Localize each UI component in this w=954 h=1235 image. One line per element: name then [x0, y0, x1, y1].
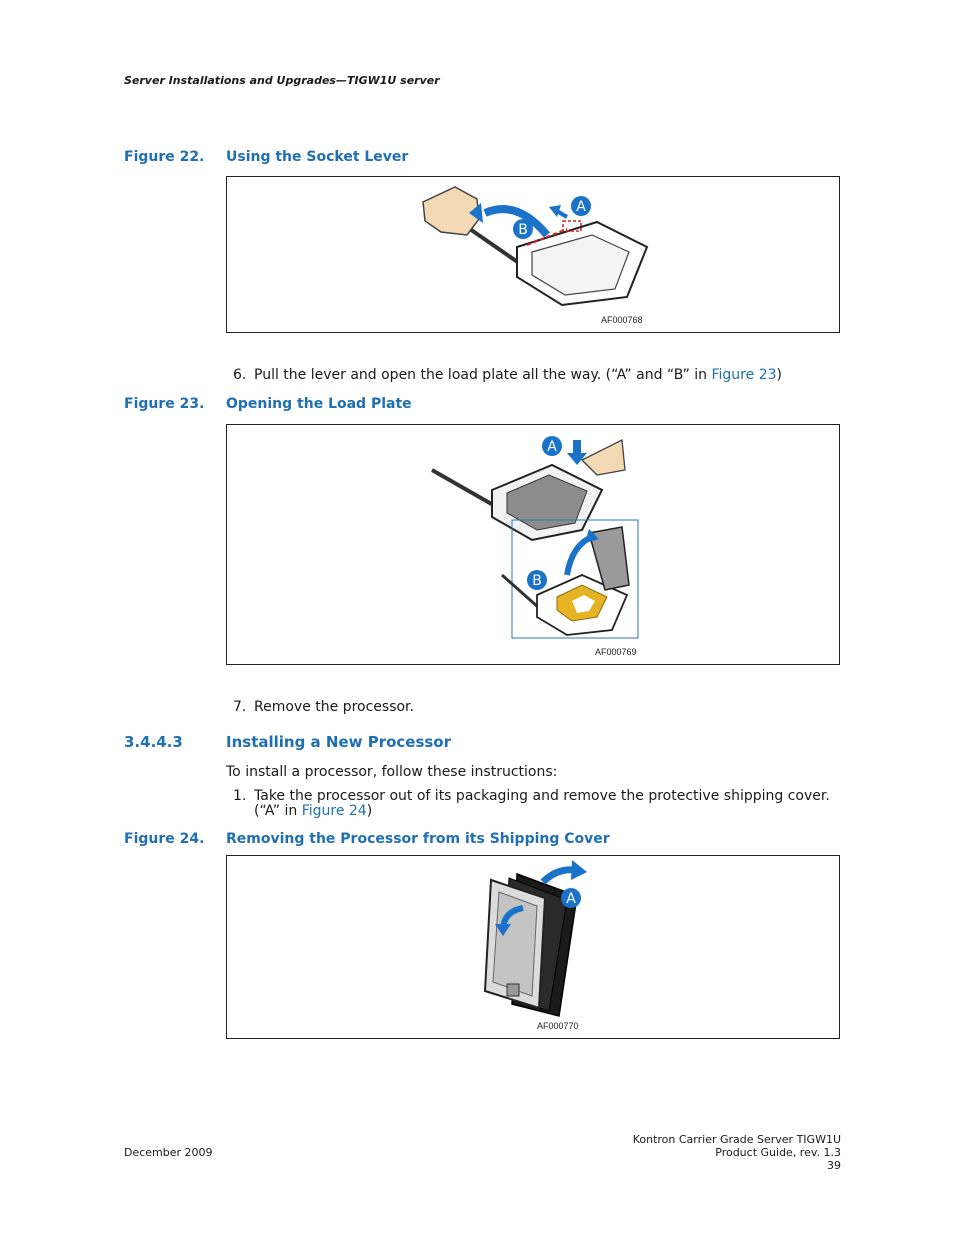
- step-6-text-before: Pull the lever and open the load plate a…: [254, 367, 712, 383]
- callout-a-badge-24: [561, 888, 581, 908]
- figure-23-link[interactable]: Figure 23: [711, 367, 777, 383]
- finger-illustration: [580, 438, 626, 476]
- figure-23-number: Figure 23.: [124, 396, 205, 412]
- step-6-number: 6.: [233, 367, 247, 383]
- footer-guide: Product Guide, rev. 1.3: [715, 1146, 841, 1159]
- footer-product: Kontron Carrier Grade Server TIGW1U: [632, 1133, 841, 1146]
- callout-b-badge: [513, 219, 533, 239]
- figure-24-caption: Figure 24. Removing the Processor from i…: [0, 831, 954, 849]
- step-1-line2-before: (“A” in: [254, 803, 302, 819]
- figure-23-illustration: A B: [431, 436, 639, 639]
- step-6-text-after: ): [776, 367, 782, 383]
- step-1-line1: Take the processor out of its packaging …: [254, 788, 830, 804]
- callout-a-badge-23: [542, 436, 562, 456]
- figure-22-number: Figure 22.: [124, 149, 205, 165]
- figure-24-box: A AF000770: [226, 855, 840, 1039]
- figure-23-caption: Figure 23. Opening the Load Plate: [0, 396, 954, 414]
- dashed-lever-path: [526, 228, 568, 246]
- section-intro: To install a processor, follow these ins…: [226, 764, 558, 780]
- figure-23-code: AF000769: [595, 647, 637, 657]
- step-1-line2: (“A” in Figure 24): [254, 804, 372, 819]
- figure-24-code: AF000770: [537, 1021, 579, 1031]
- figure-24-number: Figure 24.: [124, 831, 205, 847]
- footer-page-number: 39: [827, 1159, 841, 1172]
- step-1-number: 1.: [233, 788, 247, 804]
- figure-23-box: A B AF000769: [226, 424, 840, 665]
- running-header: Server Installations and Upgrades—TIGW1U…: [124, 74, 440, 87]
- figure-22-box: A B AF000768: [226, 176, 840, 333]
- step-1-line2-after: ): [366, 803, 373, 819]
- callout-a-badge: [571, 196, 591, 216]
- figure-22-title: Using the Socket Lever: [226, 149, 409, 165]
- callout-b-badge-23: [527, 570, 547, 590]
- callout-a-label-23: A: [547, 439, 557, 455]
- callout-b-label-23: B: [532, 573, 542, 589]
- curved-arrow-a-24: [540, 866, 576, 885]
- step-6: 6.: [233, 368, 246, 383]
- open-load-plate: [588, 526, 630, 591]
- section-number: 3.4.4.3: [124, 733, 183, 751]
- figure-24-link[interactable]: Figure 24: [301, 803, 367, 819]
- callout-a-label-24: A: [566, 891, 576, 907]
- callout-b-label: B: [518, 222, 528, 238]
- section-title: Installing a New Processor: [226, 733, 452, 751]
- curved-arrow-b: [483, 205, 551, 238]
- figure-24-title: Removing the Processor from its Shipping…: [226, 831, 610, 847]
- footer-date: December 2009: [124, 1146, 213, 1159]
- curved-arrow-b-23: [564, 534, 594, 576]
- upper-lever: [431, 468, 503, 512]
- figure-24-illustration: A: [483, 860, 587, 1017]
- step-7-number: 7.: [233, 699, 247, 715]
- figure-22-illustration: A B: [422, 186, 649, 307]
- figure-22-code: AF000768: [601, 315, 643, 325]
- figure-22-caption: Figure 22. Using the Socket Lever: [0, 149, 954, 167]
- hand-illustration: [422, 186, 480, 236]
- down-arrow-a: [573, 440, 581, 454]
- step-6-text: Pull the lever and open the load plate a…: [254, 368, 782, 383]
- footer-right: Kontron Carrier Grade Server TIGW1U Prod…: [633, 1133, 841, 1172]
- figure-23-title: Opening the Load Plate: [226, 396, 412, 412]
- step-7-text: Remove the processor.: [254, 699, 414, 715]
- callout-a-label: A: [576, 199, 586, 215]
